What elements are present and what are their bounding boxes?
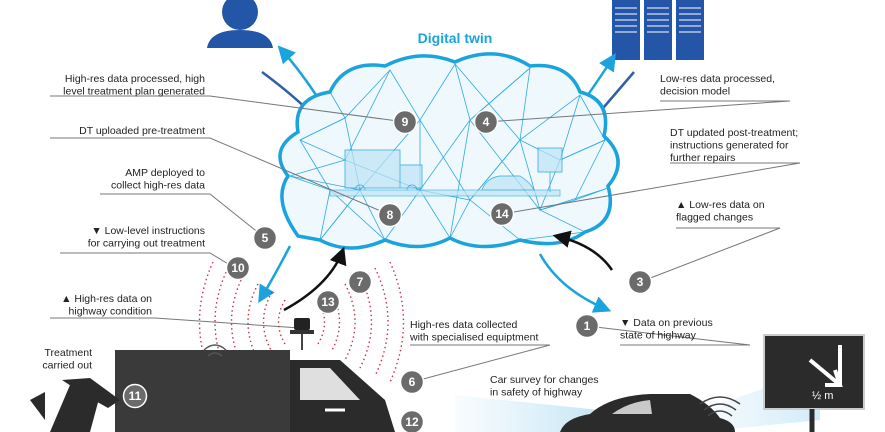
- label-l3-line: flagged changes: [676, 212, 753, 224]
- label-l10-line: for carrying out treatment: [88, 238, 205, 250]
- label-car-line: Car survey for changes: [490, 374, 599, 386]
- step-badge-9: 9: [392, 109, 418, 135]
- step-badge-6: 6: [399, 369, 425, 395]
- arrow-drone-to-cloud: [283, 246, 347, 312]
- digital-twin-cloud: [278, 52, 620, 250]
- label-l4-line: Low-res data processed,: [660, 73, 775, 85]
- badge-number: 8: [387, 208, 394, 222]
- badge-number: 14: [495, 207, 509, 221]
- label-l5-line: AMP deployed to: [125, 167, 205, 179]
- label-l9-line: High-res data processed, high: [65, 73, 205, 85]
- server-rack-icon: [612, 0, 704, 60]
- badge-circle: [627, 269, 653, 295]
- label-l1-line: ▼ Data on previous: [620, 317, 713, 329]
- label-l14-line: further repairs: [670, 152, 735, 164]
- diagram-title: Digital twin: [418, 30, 493, 46]
- badge-circle: [225, 255, 251, 281]
- label-l9-line: level treatment plan generated: [63, 86, 205, 98]
- badge-number: 13: [321, 295, 335, 309]
- step-badge-11: 11: [122, 383, 148, 409]
- arrow-car-to-cloud: [552, 230, 614, 271]
- step-badge-10: 10: [225, 255, 251, 281]
- badge-circle: [315, 289, 341, 315]
- label-l14-line: instructions generated for: [670, 140, 789, 152]
- step-badge-1: 1: [574, 313, 600, 339]
- badge-circle: [347, 269, 373, 295]
- label-l8-line: DT uploaded pre-treatment: [79, 125, 205, 137]
- label-l11-line: Treatment: [45, 347, 93, 359]
- badge-circle: [574, 313, 600, 339]
- step-badge-14: 14: [489, 201, 515, 227]
- label-car-line: in safety of highway: [490, 387, 583, 399]
- badge-number: 7: [357, 275, 364, 289]
- label-l13-line: highway condition: [69, 306, 153, 318]
- step-badge-4: 4: [473, 109, 499, 135]
- road-sign-icon: ½ m: [763, 334, 865, 432]
- badge-number: 4: [483, 115, 490, 129]
- sign-distance-text: ½ m: [812, 390, 833, 402]
- badge-number: 9: [402, 115, 409, 129]
- step-badge-3: 3: [627, 269, 653, 295]
- badge-circle: [122, 383, 148, 409]
- step-badge-7: 7: [347, 269, 373, 295]
- label-l14-line: DT updated post-treatment;: [670, 127, 798, 139]
- badge-number: 3: [637, 275, 644, 289]
- label-l3-line: ▲ Low-res data on: [676, 199, 765, 211]
- label-l1-line: state of highway: [620, 330, 697, 342]
- label-l8: DT uploaded pre-treatment: [79, 125, 205, 137]
- badge-number: 12: [405, 415, 419, 429]
- badge-circle: [392, 109, 418, 135]
- label-l13-line: ▲ High-res data on: [61, 293, 152, 305]
- arrow-cloud-to-car: [538, 253, 612, 313]
- label-l14: DT updated post-treatment;instructions g…: [670, 127, 798, 164]
- badge-number: 10: [231, 261, 245, 275]
- car-light-beam-left: [455, 395, 600, 432]
- label-l5-line: collect high-res data: [111, 180, 205, 192]
- badge-number: 1: [584, 319, 591, 333]
- badge-group: 9 4 8 14 5 10 3 7 13 1 6 12 11: [122, 109, 653, 432]
- leader-lines: [50, 95, 801, 383]
- label-l6-line: with specialised equiptment: [409, 332, 538, 344]
- badge-circle: [473, 109, 499, 135]
- badge-number: 11: [129, 389, 142, 403]
- arrow-cloud-to-truck: [258, 245, 292, 304]
- badge-circle: [252, 225, 278, 251]
- step-badge-5: 5: [252, 225, 278, 251]
- label-l6-line: High-res data collected: [410, 319, 518, 331]
- label-l10-line: ▼ Low-level instructions: [91, 225, 205, 237]
- drone-icon: [290, 318, 314, 350]
- badge-circle: [377, 202, 403, 228]
- step-badge-8: 8: [377, 202, 403, 228]
- badge-circle: [489, 201, 515, 227]
- label-l4-line: decision model: [660, 86, 730, 98]
- badge-circle: [399, 409, 425, 432]
- label-l4: Low-res data processed,decision model: [660, 73, 775, 98]
- survey-car-icon: [560, 394, 741, 432]
- step-badge-12: 12: [399, 409, 425, 432]
- person-icon: [207, 0, 273, 48]
- label-l11-line: carried out: [42, 360, 92, 372]
- badge-number: 6: [409, 375, 416, 389]
- badge-number: 5: [262, 231, 269, 245]
- step-badge-13: 13: [315, 289, 341, 315]
- badge-circle: [399, 369, 425, 395]
